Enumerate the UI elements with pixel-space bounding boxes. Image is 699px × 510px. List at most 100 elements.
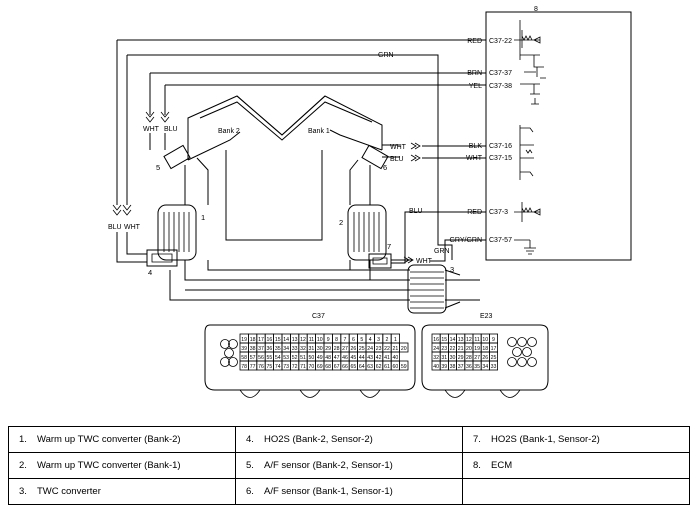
pin-number: 39 [441, 364, 447, 370]
connector-c37-label: C37 [312, 313, 325, 320]
legend-text: Warm up TWC converter (Bank-1) [37, 460, 181, 471]
wire-label-blu-s2: BLU [409, 208, 423, 215]
pin-number: 45 [351, 355, 357, 361]
pin-number: 43 [367, 355, 373, 361]
pin-number: 73 [283, 364, 289, 370]
terminal-wire: YEL [469, 83, 482, 90]
c37-round-pins [220, 339, 238, 367]
pin-number: 17 [491, 346, 497, 352]
pin-number: 4 [369, 337, 372, 343]
pin-number: 24 [433, 346, 439, 352]
pin-number: 21 [393, 346, 399, 352]
pin-number: 29 [458, 355, 464, 361]
part-number-7: 7 [387, 242, 391, 251]
pin-number: 66 [342, 364, 348, 370]
pin-number: 74 [275, 364, 281, 370]
legend-row: 3.TWC converter 6.A/F sensor (Bank-1, Se… [8, 478, 690, 505]
part-number-2: 2 [339, 218, 343, 227]
legend-num: 7. [473, 434, 481, 445]
pin-cell [488, 360, 498, 371]
ecm-label: 8 [534, 6, 538, 13]
pin-number: 20 [401, 346, 407, 352]
legend-num: 6. [246, 486, 254, 497]
wire-label-grn-top: GRN [378, 52, 394, 59]
pin-number: 16 [433, 337, 439, 343]
pin-number: 21 [458, 346, 464, 352]
wire-label-blu-s1: BLU [390, 156, 404, 163]
legend-cell: 7.HO2S (Bank-1, Sensor-2) [462, 426, 690, 453]
ho2s-bank1-sensor2 [368, 253, 392, 269]
pin-number: 27 [342, 346, 348, 352]
pin-number: 9 [327, 337, 330, 343]
pin-number: 40 [393, 355, 399, 361]
pin-number: 69 [317, 364, 323, 370]
legend-cell: 5.A/F sensor (Bank-2, Sensor-1) [235, 452, 463, 479]
terminal-wire: RED [467, 38, 482, 45]
legend-num: 4. [246, 434, 254, 445]
pin-number: 13 [458, 337, 464, 343]
ecm-box [485, 11, 632, 261]
pin-number: 48 [325, 355, 331, 361]
pin-cell [399, 360, 409, 371]
pin-number: 54 [275, 355, 281, 361]
wire-label-blu-bottom-left: BLU [108, 224, 122, 231]
pin-number: 11 [309, 337, 314, 343]
pin-number: 23 [376, 346, 382, 352]
pin-number: 31 [309, 346, 315, 352]
wire-label-wht-bottom: WHT [416, 258, 433, 265]
pin-number: 2 [386, 337, 389, 343]
pin-number: 59 [401, 364, 407, 370]
pin-number: 30 [450, 355, 456, 361]
pin-number: 35 [275, 346, 281, 352]
wiring-diagram: 8 RED C37-22 BRN C37-37 YEL C37-38 BLK C… [108, 6, 632, 398]
pin-number: 58 [241, 355, 247, 361]
pin-number: 38 [450, 364, 456, 370]
pin-number: 78 [241, 364, 247, 370]
pin-number: 49 [317, 355, 323, 361]
legend-num: 1. [19, 434, 27, 445]
part-number-6: 6 [383, 163, 387, 172]
terminal-pin: C37-37 [489, 70, 512, 77]
pin-number: 18 [250, 337, 256, 343]
pin-number: 52 [292, 355, 298, 361]
pin-number: 25 [491, 355, 497, 361]
pin-number: 27 [474, 355, 480, 361]
pin-number: 10 [317, 337, 323, 343]
legend-cell [462, 478, 690, 505]
pin-number: 7 [344, 337, 347, 343]
legend-row: 1.Warm up TWC converter (Bank-2) 4.HO2S … [8, 426, 690, 453]
terminal-pin: C37-57 [489, 237, 512, 244]
pin-number: 9 [492, 337, 495, 343]
pin-number: 47 [334, 355, 340, 361]
pin-number: 35 [474, 364, 480, 370]
legend-cell: 6. A/F sensor (Bank-1, Sensor-1) [235, 478, 463, 505]
terminal-pin: C37-15 [489, 155, 512, 162]
pin-number: 15 [275, 337, 281, 343]
pin-number: 24 [367, 346, 373, 352]
af-sensor-bank1 [361, 144, 389, 170]
legend-cell: 2.Warm up TWC converter (Bank-1) [8, 452, 236, 479]
wire-label-wht-left: WHT [143, 126, 160, 133]
pin-number: 64 [359, 364, 365, 370]
pin-number: 23 [441, 346, 447, 352]
legend-text: ECM [491, 460, 513, 471]
pin-number: 46 [342, 355, 348, 361]
pin-number: 38 [250, 346, 256, 352]
wire-label-wht-s1: WHT [390, 144, 407, 151]
pin-number: 34 [283, 346, 289, 352]
pin-number: 1 [394, 337, 397, 343]
part-number-5: 5 [156, 163, 160, 172]
pin-number: 15 [441, 337, 447, 343]
pin-number: 11 [474, 337, 479, 343]
pin-number: 28 [334, 346, 340, 352]
pin-number: 75 [267, 364, 273, 370]
pin-number: 33 [292, 346, 298, 352]
pin-number: 36 [466, 364, 472, 370]
af-sensor-bank2 [163, 144, 191, 170]
twc-converter-bank1 [347, 204, 387, 261]
pin-number: 60 [393, 364, 399, 370]
pin-number: 67 [334, 364, 340, 370]
bank2-label: Bank 2 [218, 128, 240, 135]
legend-text: A/F sensor (Bank-1, Sensor-1) [264, 486, 393, 497]
